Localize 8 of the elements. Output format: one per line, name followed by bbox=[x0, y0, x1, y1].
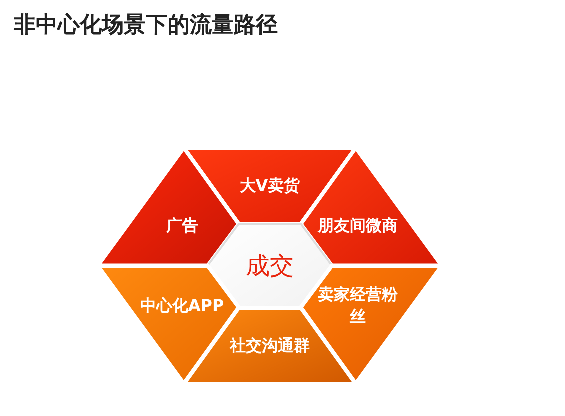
segment-label: 卖家经营粉丝 bbox=[316, 284, 399, 328]
title: 非中心化场景下的流量路径 bbox=[14, 12, 278, 40]
segment-label: 中心化APP bbox=[140, 294, 224, 317]
segment-label: 广告 bbox=[165, 215, 200, 238]
segment-label: 朋友间微商 bbox=[316, 215, 399, 238]
segment-label: 大V卖货 bbox=[238, 175, 302, 198]
center-label: 成交 bbox=[246, 254, 294, 277]
segment-label: 社交沟通群 bbox=[228, 334, 311, 357]
